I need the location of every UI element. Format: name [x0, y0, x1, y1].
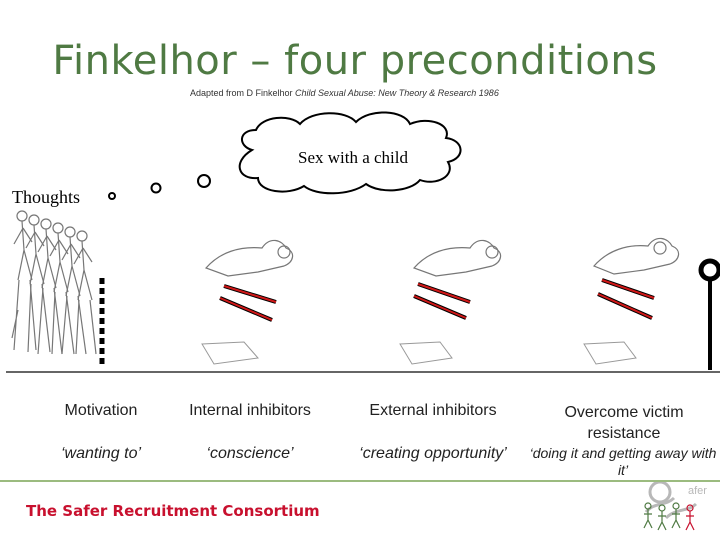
stage-label-internal: Internal inhibitors	[170, 402, 330, 420]
thought-bubble-medium	[152, 184, 161, 193]
divider-line	[0, 480, 720, 482]
thought-bubble-large	[198, 175, 210, 187]
stage-label-external: External inhibitors	[350, 402, 516, 420]
finish-post-icon	[701, 261, 719, 370]
hurdle-internal-icon	[202, 240, 293, 364]
stage-sub-motivation: ‘wanting to’	[40, 445, 162, 463]
thoughts-label: Thoughts	[12, 187, 80, 208]
stage-label-motivation: Motivation	[40, 402, 162, 420]
svg-text:afer: afer	[688, 485, 707, 497]
stage-sub-resistance: ‘doing it and getting away with it’	[528, 445, 718, 479]
hurdle-external-icon	[400, 240, 501, 364]
safer-recruitment-logo: afer	[636, 478, 716, 536]
thought-bubble-small	[109, 193, 115, 199]
stage-sub-internal: ‘conscience’	[170, 445, 330, 463]
stage-label-resistance: Overcome victim resistance	[548, 402, 700, 444]
stage-sub-external: ‘creating opportunity’	[340, 445, 526, 463]
cloud-text: Sex with a child	[258, 148, 448, 168]
footer-text: The Safer Recruitment Consortium	[26, 502, 320, 520]
walking-figures-icon	[12, 211, 96, 354]
hurdle-resistance-icon	[584, 238, 679, 364]
